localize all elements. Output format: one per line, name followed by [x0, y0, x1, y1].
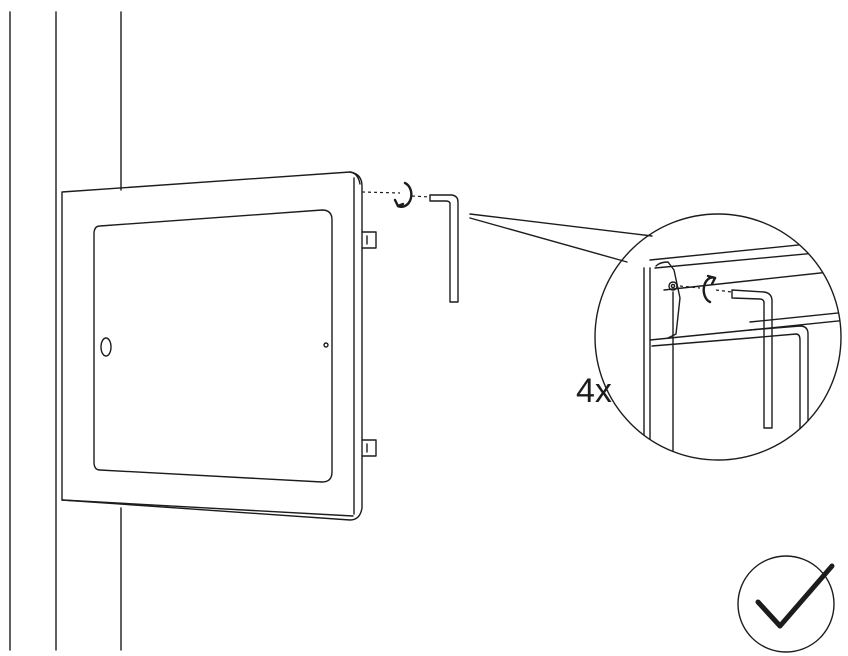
checkmark-circle-icon — [737, 555, 835, 653]
home-button-icon — [100, 337, 112, 357]
wall-post — [9, 11, 122, 651]
hex-key-icon — [429, 194, 459, 303]
screw-tighten-icon — [361, 181, 431, 208]
tablet-enclosure — [61, 171, 377, 521]
tablet-screen — [93, 209, 333, 483]
callout-leader — [469, 213, 653, 263]
zoom-detail: 4x — [576, 213, 842, 461]
upper-mount-tab — [361, 231, 377, 249]
quantity-label: 4x — [576, 372, 612, 410]
camera-icon — [323, 342, 329, 348]
lower-mount-tab — [361, 439, 377, 457]
